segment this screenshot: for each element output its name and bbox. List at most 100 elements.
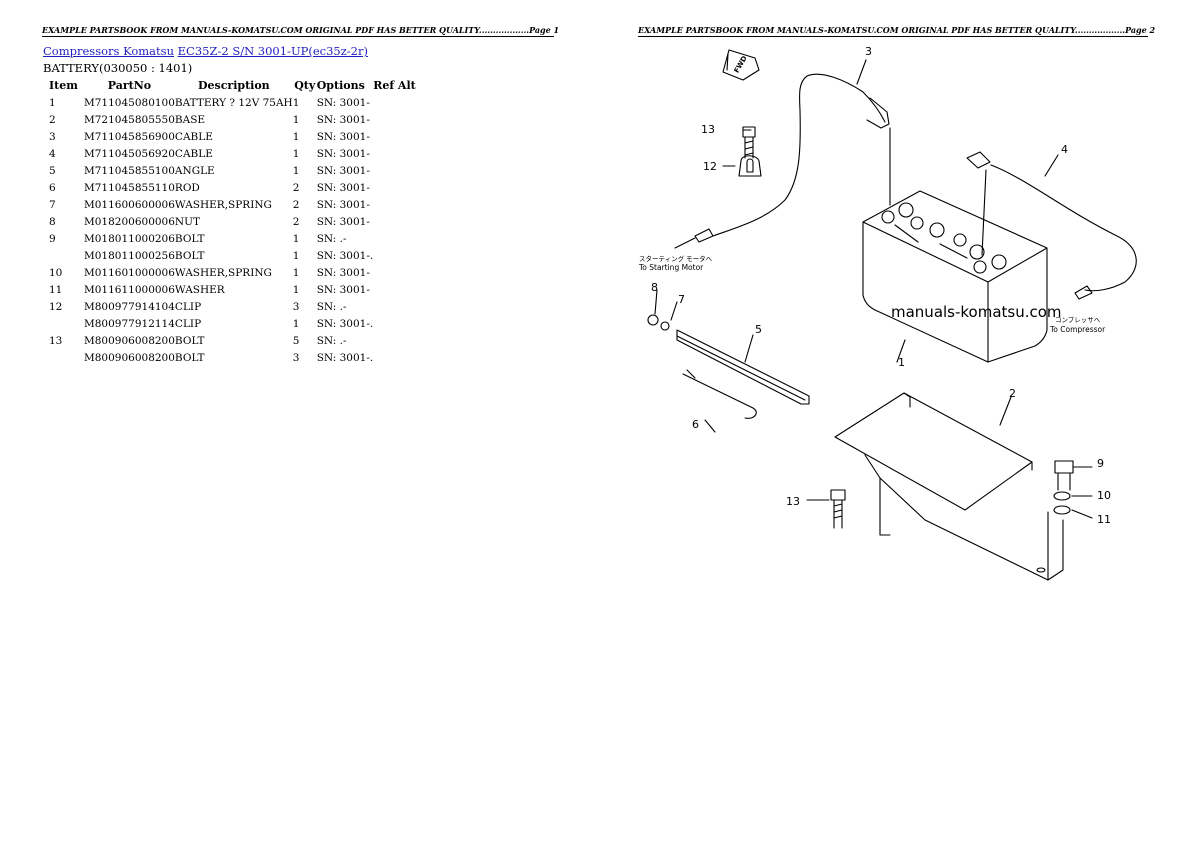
breadcrumb: Compressors Komatsu EC35Z-2 S/N 3001-UP(… xyxy=(43,44,368,58)
cell-description: BATTERY ? 12V 75AH xyxy=(174,96,293,109)
cell-partno: M018200600006 xyxy=(84,215,175,228)
cell-qty: 1 xyxy=(292,96,300,109)
cell-qty: 1 xyxy=(292,266,300,279)
cell-item xyxy=(43,247,84,264)
parts-table: Item PartNo Description Qty Options Ref … xyxy=(43,76,423,366)
cell-item: 4 xyxy=(49,147,56,160)
to-compressor-label: To Compressor xyxy=(1049,325,1106,334)
callout-2: 2 xyxy=(1009,387,1016,400)
cell-qty: 1 xyxy=(292,317,300,330)
table-header-row: Item PartNo Description Qty Options Ref … xyxy=(43,76,423,94)
header-description: Description xyxy=(197,78,270,92)
cell-options: SN: 3001- xyxy=(316,147,370,160)
callout-1: 1 xyxy=(898,356,905,369)
table-row: 3 M711045856900 CABLE 1 SN: 3001- xyxy=(43,128,423,145)
cell-qty: 5 xyxy=(292,334,300,347)
cell-description: BOLT xyxy=(174,351,205,364)
to-compressor-jp: コンプレッサへ xyxy=(1055,316,1101,324)
cell-partno: M800977912114 xyxy=(84,317,175,330)
cell-item: 13 xyxy=(49,334,63,347)
cell-qty: 1 xyxy=(292,232,300,245)
bolt-13-lower-part xyxy=(830,489,846,529)
cell-refalt xyxy=(373,111,423,128)
table-row: 2 M721045805550 BASE 1 SN: 3001- xyxy=(43,111,423,128)
cell-item: 6 xyxy=(49,181,56,194)
callout-13-upper: 13 xyxy=(701,123,715,136)
cell-description: ANGLE xyxy=(174,164,215,177)
callout-9: 9 xyxy=(1097,457,1104,470)
cell-options: SN: 3001- xyxy=(316,164,370,177)
table-row: 5 M711045855100 ANGLE 1 SN: 3001- xyxy=(43,162,423,179)
cell-options: SN: .- xyxy=(316,232,347,245)
cell-description: CABLE xyxy=(174,130,213,143)
cell-partno: M018011000206 xyxy=(84,232,175,245)
cell-partno: M711045855110 xyxy=(84,181,175,194)
cell-refalt xyxy=(373,230,423,247)
cell-item: 3 xyxy=(49,130,56,143)
washer-11-part xyxy=(1053,505,1071,515)
cell-partno: M011611000006 xyxy=(84,283,175,296)
table-row: 7 M011600600006 WASHER,SPRING 2 SN: 3001… xyxy=(43,196,423,213)
cell-refalt xyxy=(373,145,423,162)
cell-options: SN: 3001-. xyxy=(316,249,374,262)
breadcrumb-category-link[interactable]: Compressors Komatsu xyxy=(43,44,174,58)
cell-description: WASHER xyxy=(174,283,225,296)
cell-qty: 3 xyxy=(292,300,300,313)
cell-refalt xyxy=(373,349,423,366)
nut-8-part xyxy=(647,314,659,326)
table-row: 11 M011611000006 WASHER 1 SN: 3001- xyxy=(43,281,423,298)
cell-item: 8 xyxy=(49,215,56,228)
cell-description: CLIP xyxy=(174,317,202,330)
cell-qty: 2 xyxy=(292,198,300,211)
cell-item xyxy=(43,349,84,366)
table-row: 6 M711045855110 ROD 2 SN: 3001- xyxy=(43,179,423,196)
cell-refalt xyxy=(373,162,423,179)
callout-13-lower: 13 xyxy=(786,495,800,508)
cell-item: 2 xyxy=(49,113,56,126)
bolt-9-part xyxy=(1054,460,1074,491)
cell-item: 5 xyxy=(49,164,56,177)
cell-description: NUT xyxy=(174,215,200,228)
diagram-page: EXAMPLE PARTSBOOK FROM MANUALS-KOMATSU.C… xyxy=(595,0,1190,842)
table-row: 1 M711045080100 BATTERY ? 12V 75AH 1 SN:… xyxy=(43,94,423,111)
page-banner: EXAMPLE PARTSBOOK FROM MANUALS-KOMATSU.C… xyxy=(42,25,560,37)
cell-item: 9 xyxy=(49,232,56,245)
cell-description: BOLT xyxy=(174,249,205,262)
header-qty: Qty xyxy=(294,78,316,92)
rod-6-part xyxy=(682,369,757,419)
cell-item: 11 xyxy=(49,283,63,296)
breadcrumb-model-link[interactable]: EC35Z-2 S/N 3001-UP(ec35z-2r) xyxy=(177,44,368,58)
cell-options: SN: 3001- xyxy=(316,96,370,109)
cell-options: SN: .- xyxy=(316,334,347,347)
cell-refalt xyxy=(373,128,423,145)
callout-3: 3 xyxy=(865,45,872,58)
fwd-label: FWD xyxy=(733,54,749,74)
cell-qty: 1 xyxy=(292,130,300,143)
cell-refalt xyxy=(373,281,423,298)
table-row: 4 M711045056920 CABLE 1 SN: 3001- xyxy=(43,145,423,162)
cell-refalt xyxy=(373,315,423,332)
table-row: 8 M018200600006 NUT 2 SN: 3001- xyxy=(43,213,423,230)
battery-part xyxy=(862,190,1048,363)
table-row: 13 M800906008200 BOLT 5 SN: .- xyxy=(43,332,423,349)
battery-exploded-diagram: 3 13 12 4 5 6 7 8 1 2 9 10 11 13 FWD スター… xyxy=(638,45,1137,581)
callout-12: 12 xyxy=(703,160,717,173)
cell-qty: 1 xyxy=(292,249,300,262)
cell-qty: 1 xyxy=(292,164,300,177)
cell-description: BOLT xyxy=(174,334,205,347)
cell-item: 12 xyxy=(49,300,63,313)
cell-partno: M711045856900 xyxy=(84,130,175,143)
cell-description: WASHER,SPRING xyxy=(174,198,272,211)
cell-qty: 3 xyxy=(292,351,300,364)
cell-options: SN: 3001- xyxy=(316,215,370,228)
cell-partno: M711045056920 xyxy=(84,147,175,160)
cell-partno: M011601000006 xyxy=(84,266,175,279)
cable-4-part xyxy=(966,151,1137,300)
cell-item: 1 xyxy=(49,96,56,109)
header-item: Item xyxy=(49,78,78,92)
fwd-arrow-icon xyxy=(722,49,760,81)
cell-partno: M800977914104 xyxy=(84,300,175,313)
cell-item: 7 xyxy=(49,198,56,211)
cell-partno: M800906008200 xyxy=(84,351,175,364)
watermark: manuals-komatsu.com xyxy=(891,303,1062,321)
